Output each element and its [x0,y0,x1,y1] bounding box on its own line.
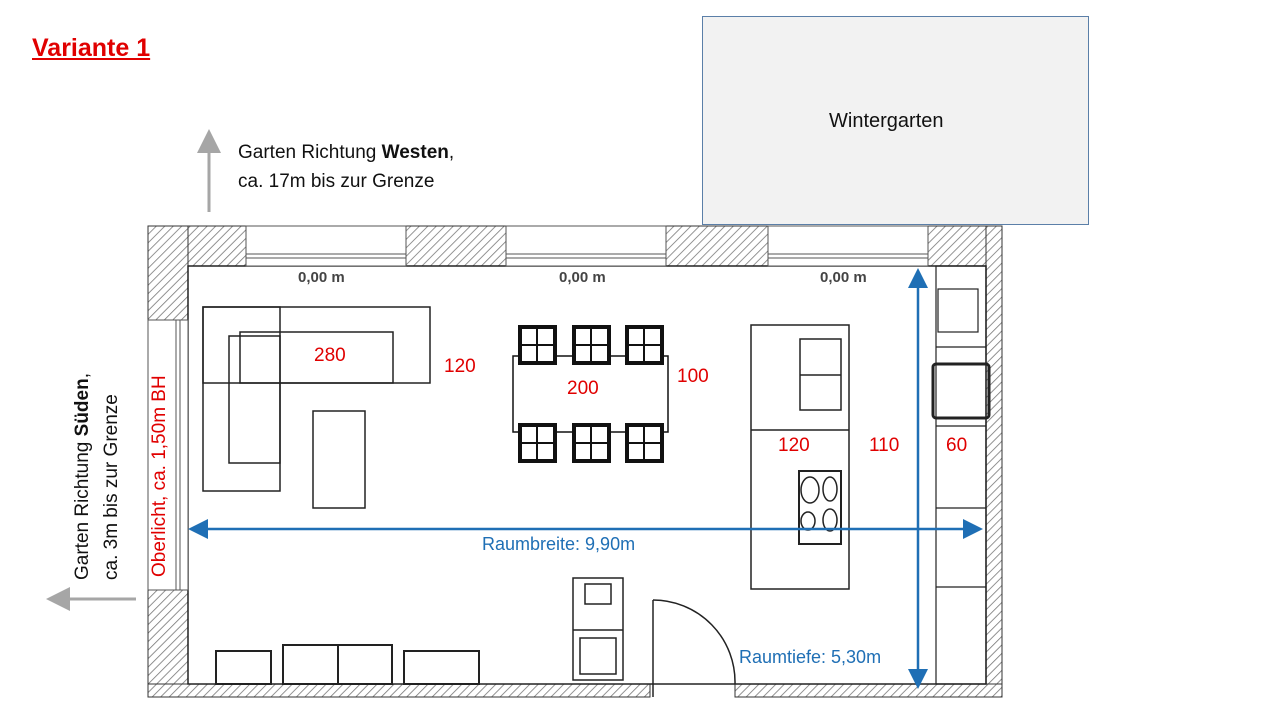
west-note: Garten Richtung Westen, ca. 17m bis zur … [238,138,454,196]
room-width-label: Raumbreite: 9,90m [482,534,636,554]
kitchen-island [750,324,850,590]
west-prefix: Garten Richtung [238,142,382,163]
measure-counter: 60 [946,435,968,456]
measure-table-gap: 100 [677,366,709,387]
south-note: Garten Richtung Süden, ca. 3m bis zur Gr… [68,373,126,580]
door [652,599,736,697]
window-height-1: 0,00 m [298,269,345,286]
dining-table [512,325,669,463]
measure-island: 120 [778,435,810,456]
west-bold: Westen [381,142,449,163]
west-suffix: , [448,142,455,163]
window-height-2: 0,00 m [559,269,606,286]
stove [572,577,624,681]
measure-sofa: 280 [314,345,346,366]
south-suffix: , [72,373,93,379]
oberlicht-label: Oberlicht, ca. 1,50m BH [149,375,170,577]
measure-table: 200 [567,378,599,399]
windows [147,225,929,591]
south-distance: ca. 3m bis zur Grenze [101,394,122,580]
south-prefix: Garten Richtung [72,436,93,580]
sofa [202,306,431,509]
measure-aisle: 110 [869,435,900,456]
benches [215,644,480,685]
window-height-3: 0,00 m [820,269,867,286]
kitchen-counter [931,265,991,685]
title: Variante 1 [32,34,151,62]
measure-sofa-gap: 120 [444,356,476,377]
west-distance: ca. 17m bis zur Grenze [238,171,435,192]
wintergarten-label: Wintergarten [829,110,944,132]
wintergarten-box [702,16,1089,225]
south-bold: Süden [72,378,93,437]
room-depth-label: Raumtiefe: 5,30m [739,647,882,667]
